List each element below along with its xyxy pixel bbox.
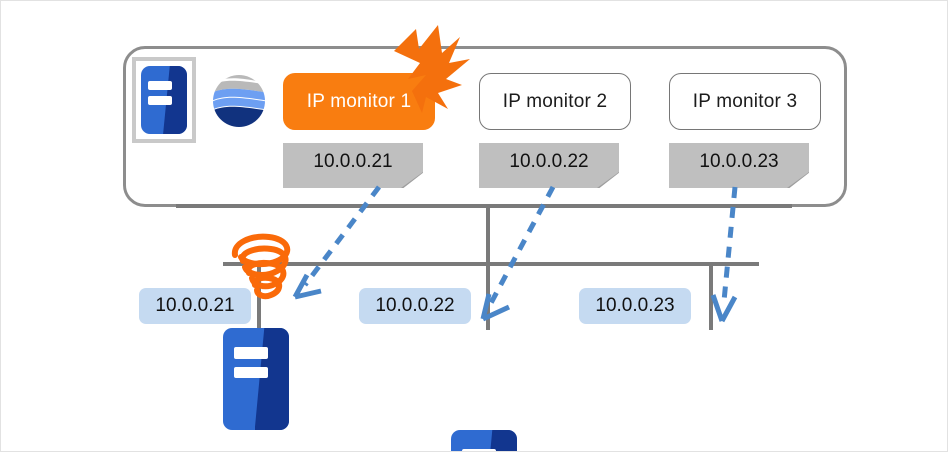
lightning-bolt-alert-icon [394, 25, 470, 113]
network-bus-junction [486, 204, 490, 264]
server-slot-bar [148, 95, 173, 105]
server-slot-bar [233, 347, 268, 359]
ip-monitor-3-button[interactable]: IP monitor 3 [669, 73, 821, 130]
host-2-ip-label: 10.0.0.22 [359, 288, 471, 324]
host-3-ip-label: 10.0.0.23 [579, 288, 691, 324]
monitor-1-ip-note: 10.0.0.21 [283, 143, 423, 188]
server-slot-bar [461, 449, 496, 451]
host-1-ip-label: 10.0.0.21 [139, 288, 251, 324]
host-server-2-icon [451, 430, 517, 451]
dashed-monitor-arrow-1 [292, 185, 381, 300]
broken-link-scribble-icon [231, 233, 291, 300]
monitor-3-ip-note: 10.0.0.23 [669, 143, 809, 188]
network-bus-bottom [223, 262, 759, 266]
monitor-2-ip-text: 10.0.0.22 [509, 151, 589, 172]
server-slot-bar [148, 80, 173, 90]
network-bus-top [176, 204, 792, 208]
globe-logo [213, 75, 265, 127]
server-slot-bar [233, 366, 268, 378]
host-server-1-icon [223, 328, 289, 430]
dashed-monitor-arrow-2 [480, 185, 556, 322]
monitor-3-ip-text: 10.0.0.23 [699, 151, 779, 172]
monitor-2-ip-note: 10.0.0.22 [479, 143, 619, 188]
monitor-1-ip-text: 10.0.0.21 [313, 151, 393, 172]
server-appliance-icon [141, 66, 187, 134]
server-shade [254, 328, 289, 430]
ip-monitor-2-button[interactable]: IP monitor 2 [479, 73, 631, 130]
dashed-monitor-arrow-3 [710, 186, 738, 323]
manager-appliance-icon [132, 57, 196, 143]
